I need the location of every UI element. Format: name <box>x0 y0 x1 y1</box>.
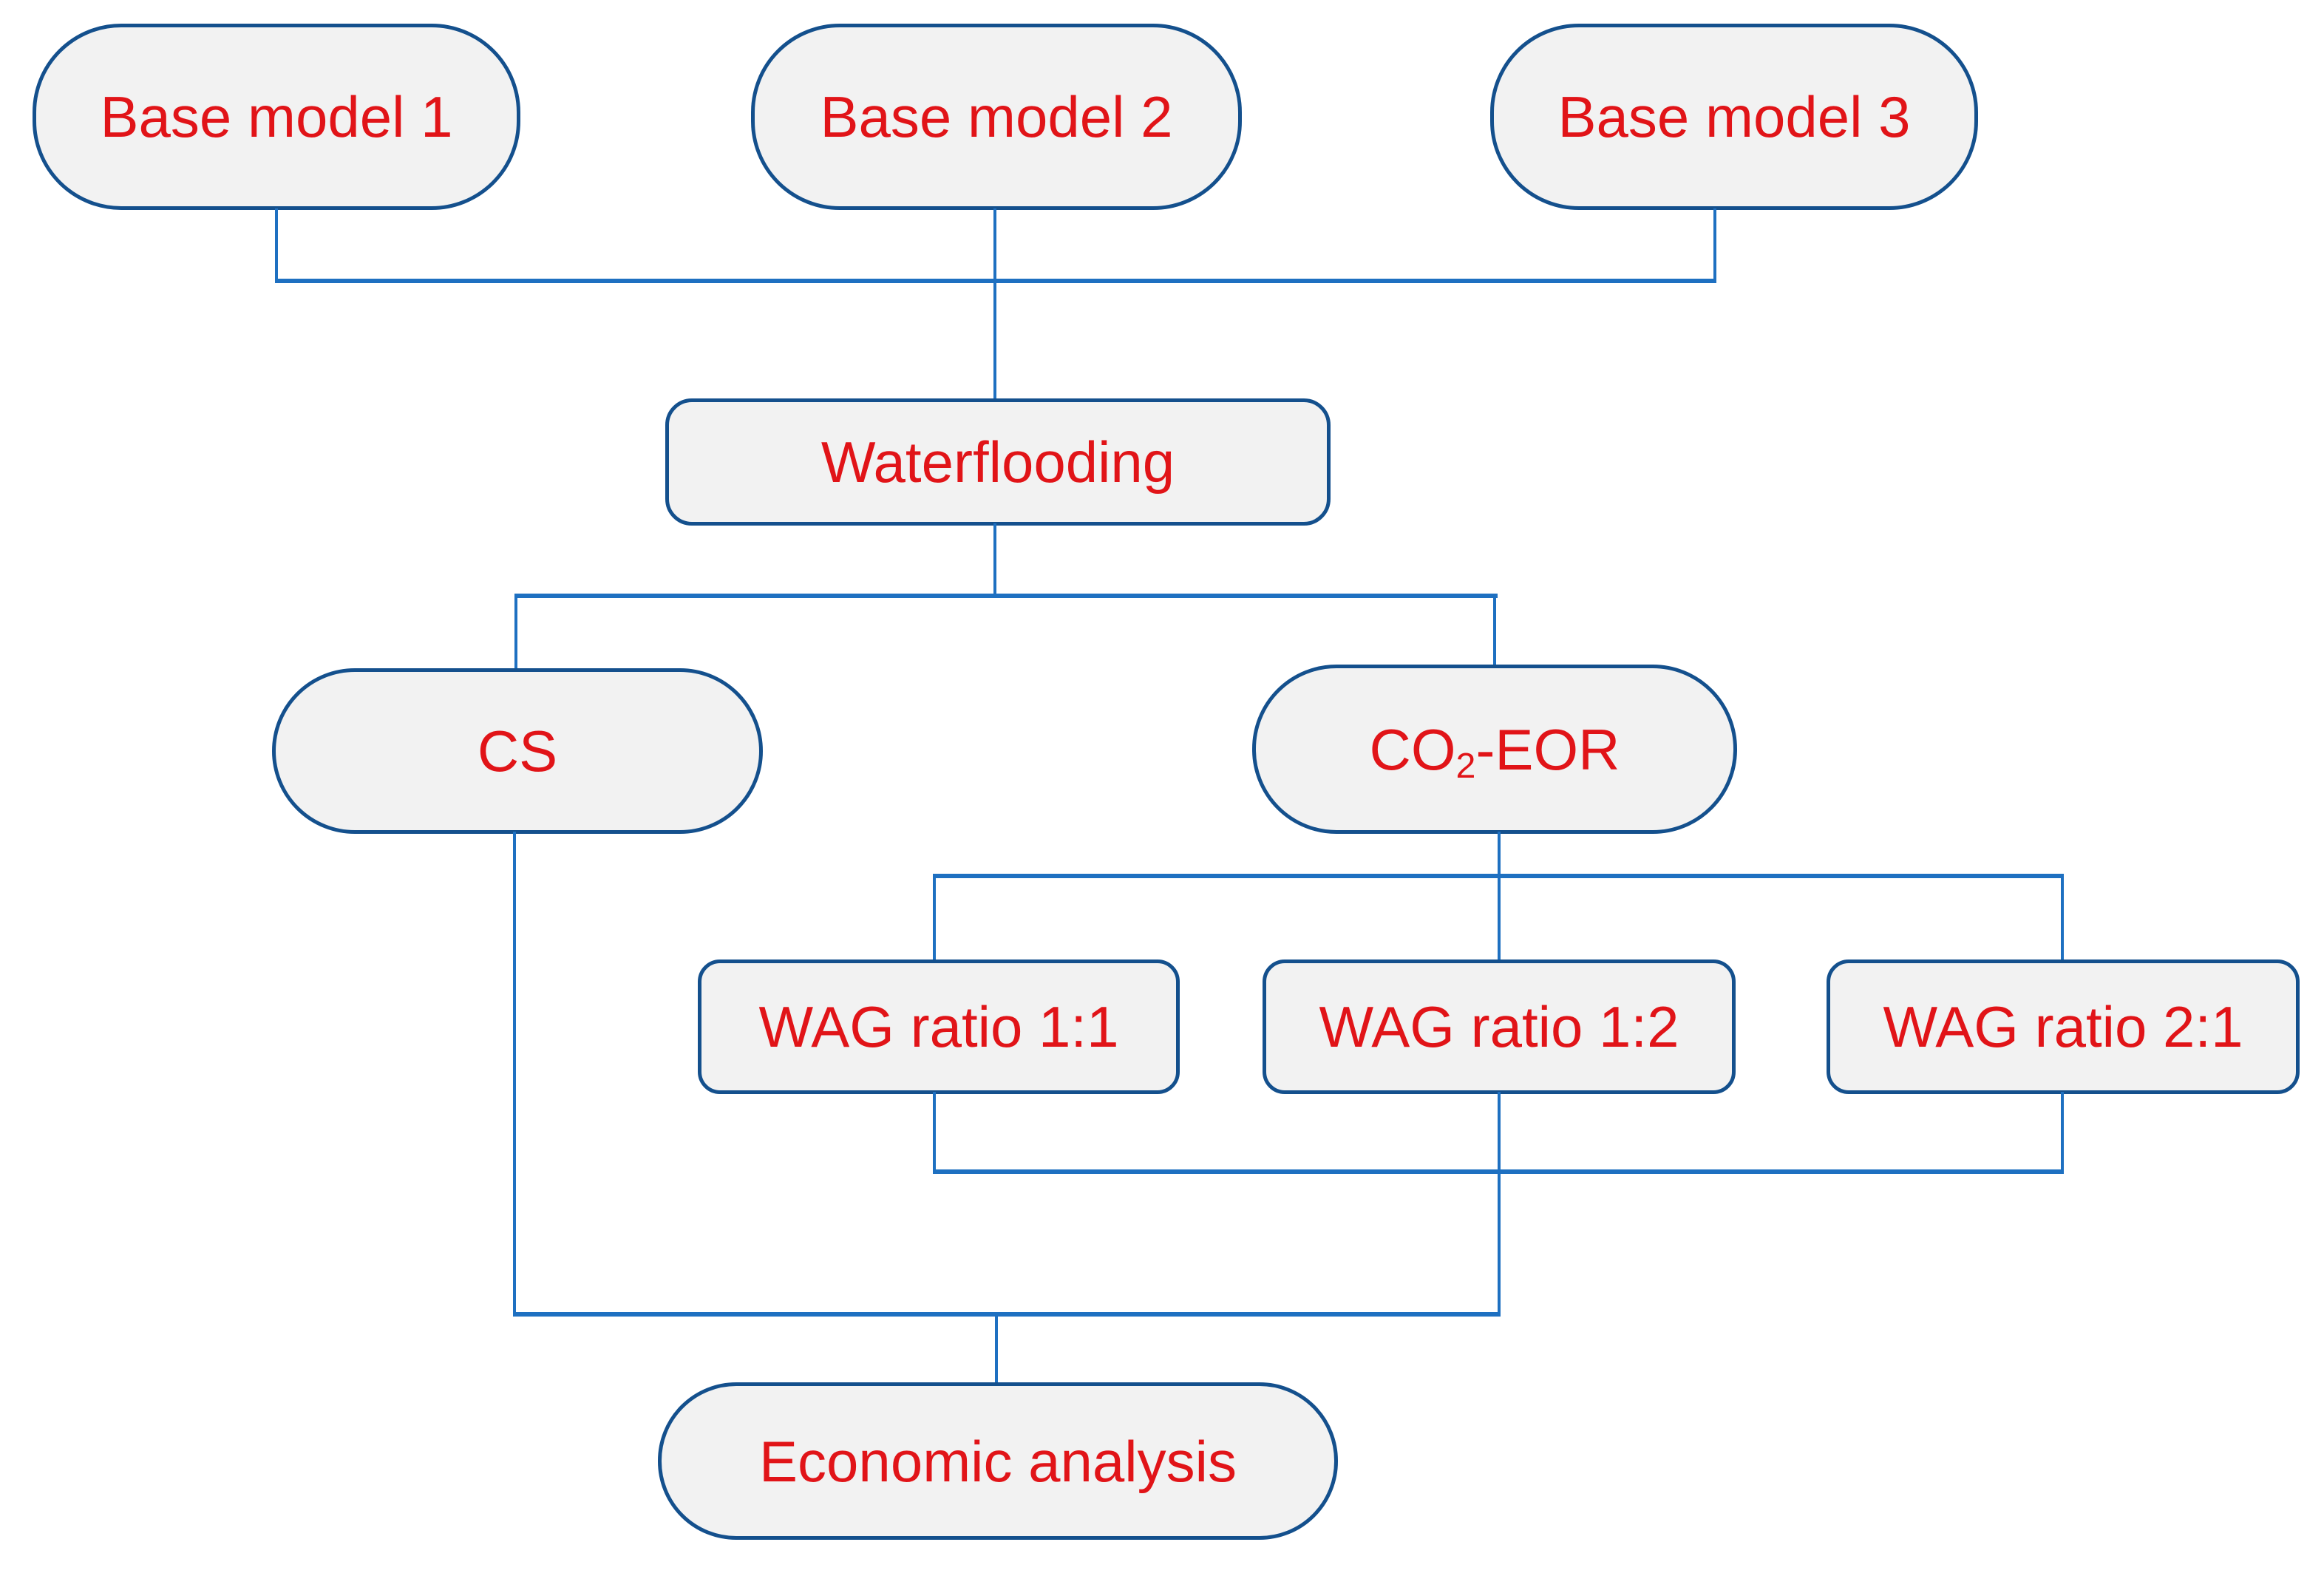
connector-wag11-top <box>933 876 936 962</box>
node-waterflooding: Waterflooding <box>665 398 1331 526</box>
connector-wag11-bottom <box>933 1092 936 1172</box>
node-base-model-2: Base model 2 <box>751 24 1242 210</box>
node-wag-ratio-1-2-label: WAG ratio 1:2 <box>1319 994 1679 1059</box>
connector-base1-down <box>275 208 278 283</box>
node-co2-eor: CO2-EOR <box>1252 665 1737 834</box>
connector-bottom-bus <box>513 1312 1501 1317</box>
node-base-model-3: Base model 3 <box>1490 24 1978 210</box>
connector-wag-merge-down <box>1498 1172 1501 1314</box>
node-wag-ratio-1-1-label: WAG ratio 1:1 <box>758 994 1119 1059</box>
connector-base2-down <box>993 208 996 401</box>
connector-top-bus <box>275 279 1716 283</box>
connector-waterflooding-down <box>993 523 996 596</box>
node-co2-eor-label: CO2-EOR <box>1369 716 1620 787</box>
connector-cs-down <box>513 832 516 1314</box>
connector-economic-top <box>995 1314 998 1385</box>
co2-subscript: 2 <box>1455 746 1476 787</box>
node-wag-ratio-2-1: WAG ratio 2:1 <box>1827 959 2300 1094</box>
node-base-model-1: Base model 1 <box>33 24 520 210</box>
node-waterflooding-label: Waterflooding <box>820 429 1175 495</box>
connector-wag21-top <box>2061 876 2064 962</box>
node-wag-ratio-2-1-label: WAG ratio 2:1 <box>1883 994 2243 1059</box>
node-wag-ratio-1-1: WAG ratio 1:1 <box>698 959 1180 1094</box>
node-economic-analysis-label: Economic analysis <box>759 1428 1237 1494</box>
node-economic-analysis: Economic analysis <box>658 1382 1338 1540</box>
node-cs: CS <box>272 668 763 834</box>
node-base-model-3-label: Base model 3 <box>1557 84 1911 149</box>
connector-base3-down <box>1713 208 1716 283</box>
connector-wag12-bottom <box>1498 1092 1501 1172</box>
connector-branch-bus <box>514 594 1498 598</box>
connector-cs-top <box>514 596 517 670</box>
node-cs-label: CS <box>477 719 558 784</box>
node-base-model-2-label: Base model 2 <box>820 84 1173 149</box>
node-base-model-1-label: Base model 1 <box>100 84 453 149</box>
connector-wag21-bottom <box>2061 1092 2064 1172</box>
connector-wag-top-bus <box>933 874 2064 878</box>
connector-co2eor-down <box>1498 832 1501 962</box>
connector-co2eor-top <box>1493 596 1496 667</box>
node-wag-ratio-1-2: WAG ratio 1:2 <box>1263 959 1736 1094</box>
